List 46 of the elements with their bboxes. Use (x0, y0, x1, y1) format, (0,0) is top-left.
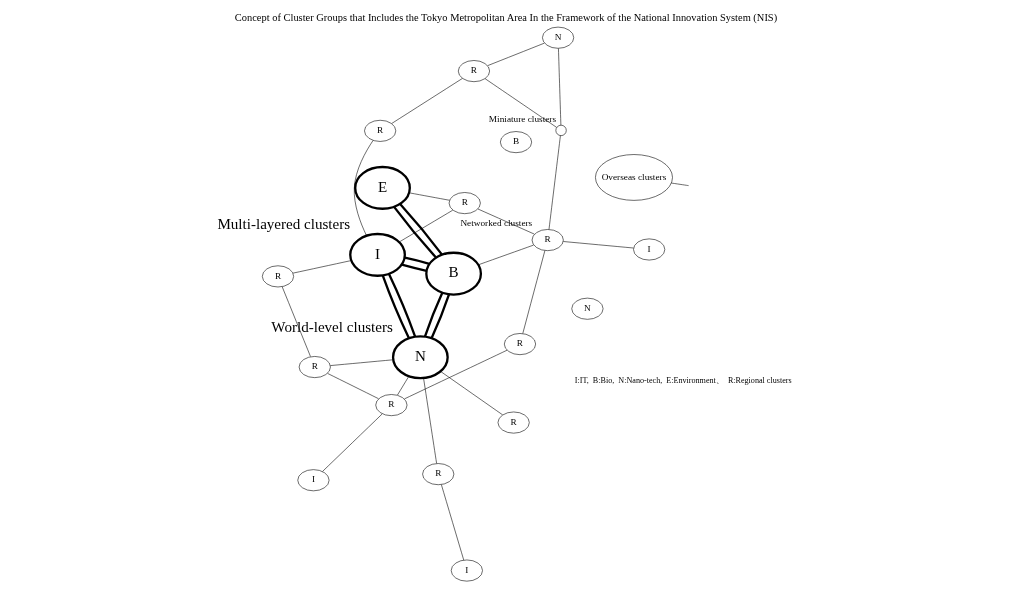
node-ellipse: Overseas clusters (595, 154, 673, 201)
connector (440, 371, 503, 416)
node-ellipse: B (500, 131, 532, 153)
node-ellipse: N (571, 297, 604, 320)
connector (393, 206, 437, 259)
node-ellipse: N (391, 335, 449, 380)
connector (398, 209, 454, 243)
node-ellipse: R (364, 119, 397, 142)
node-ellipse: R (497, 411, 530, 434)
connector (330, 359, 394, 366)
connector (381, 275, 410, 339)
node-label: Multi-layered clusters (217, 216, 351, 233)
node-label: Networked clusters (460, 218, 533, 229)
node-label: Miniature clusters (488, 114, 557, 125)
node-ellipse: R (298, 356, 331, 378)
connector (401, 263, 427, 272)
connector (399, 203, 443, 256)
connector (353, 140, 374, 236)
connector (423, 377, 437, 464)
connector (478, 244, 534, 266)
node-ellipse: R (375, 394, 408, 416)
connector (408, 192, 450, 201)
node-ellipse: I (297, 469, 330, 492)
connector (404, 256, 430, 265)
node-ellipse: R (422, 463, 455, 485)
node-ellipse: R (448, 192, 481, 214)
node-ellipse: I (633, 238, 666, 261)
diagram-title: Concept of Cluster Groups that Includes the Tokyo Metropolitan Area In the Framework of the National Innovation System (NIS) (234, 12, 778, 24)
node-ellipse: R (262, 265, 294, 288)
connector (387, 273, 417, 337)
node-ellipse: E (354, 165, 411, 210)
connector (404, 349, 508, 400)
node-circle (555, 124, 567, 136)
node-ellipse: N (542, 26, 575, 49)
connector (397, 376, 410, 396)
node-ellipse: R (458, 60, 490, 82)
node-ellipse: I (450, 559, 483, 582)
connector (423, 292, 444, 337)
node-ellipse: R (531, 229, 564, 251)
connector (430, 293, 451, 339)
connector (292, 260, 352, 274)
node-ellipse: B (425, 251, 483, 296)
label: I:IT, B:Bio, N:Nano-tech, E:Environment、 R:Regional clusters (574, 375, 792, 385)
node-label: World-level clusters (271, 318, 393, 335)
node-ellipse: R (504, 333, 536, 355)
node-ellipse: I (349, 232, 406, 277)
